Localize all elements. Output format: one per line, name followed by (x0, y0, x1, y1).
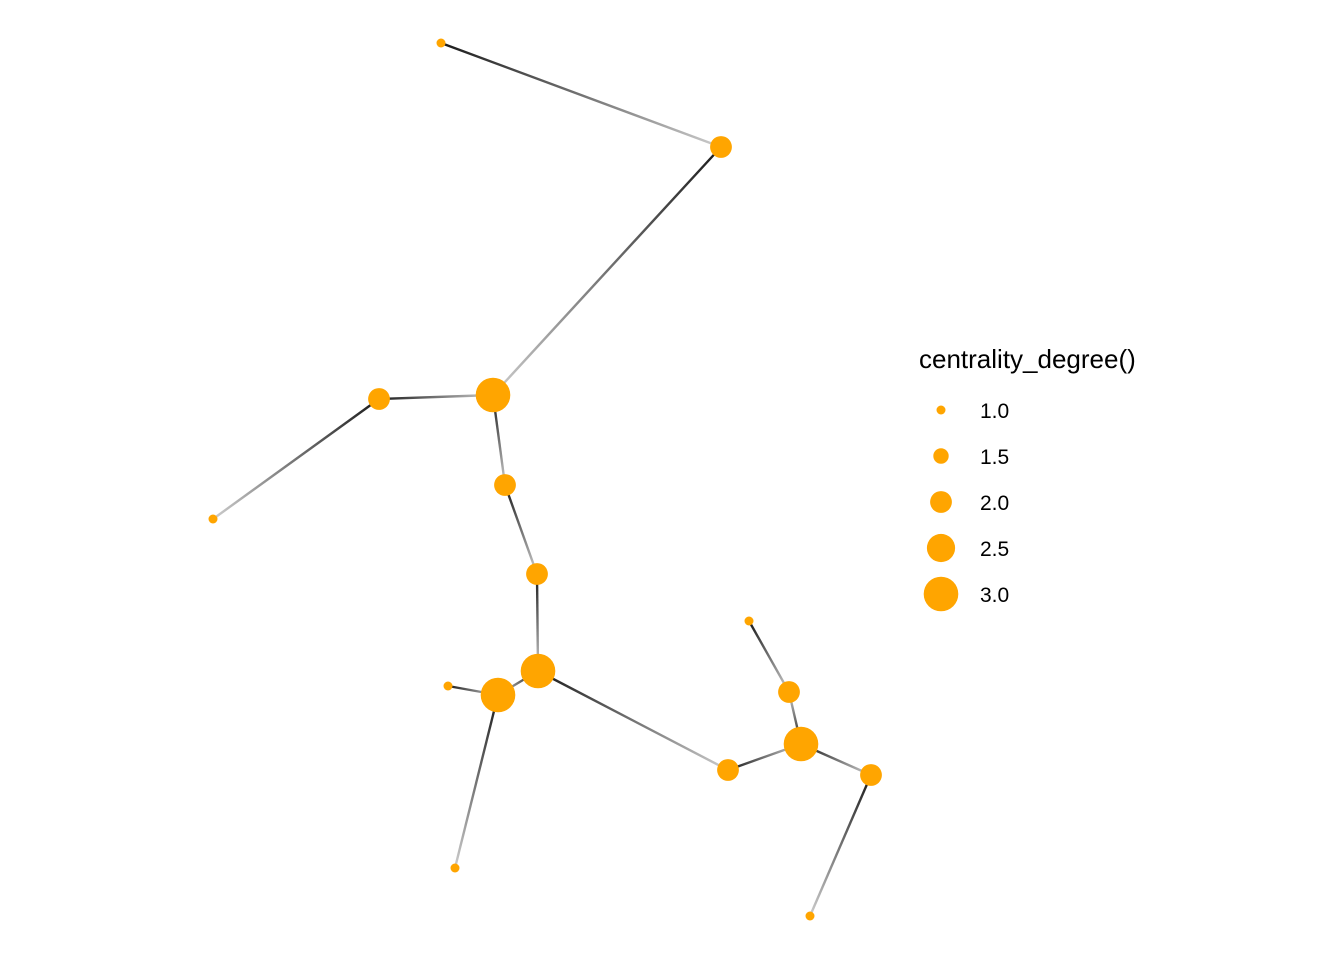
legend-key-4 (923, 576, 959, 612)
node-n6 (526, 563, 548, 585)
legend-key-3 (926, 533, 956, 563)
edge-n3-n2 (378, 393, 494, 401)
edge-n13-n14 (808, 774, 873, 917)
node-n14 (805, 911, 815, 921)
node-n5 (494, 474, 516, 496)
legend-label-3: 2.5 (980, 538, 1009, 561)
node-n10 (450, 863, 460, 873)
legend: centrality_degree() 1.0 1.5 2.0 2.5 3.0 (919, 344, 1136, 612)
edge-n16-n15 (747, 620, 791, 693)
legend-entries: 1.0 1.5 2.0 2.5 3.0 (923, 400, 1009, 612)
node-n8 (480, 677, 516, 713)
node-n12 (783, 726, 819, 762)
node-n1 (710, 136, 732, 158)
node-n0 (436, 38, 446, 48)
node-n16 (744, 616, 754, 626)
legend-key-2 (930, 491, 952, 513)
node-n7 (520, 653, 556, 689)
edge-n5-n6 (503, 484, 539, 575)
node-n2 (475, 377, 511, 413)
legend-label-4: 3.0 (980, 584, 1009, 607)
edges-layer (212, 41, 873, 917)
legend-label-2: 2.0 (980, 492, 1009, 515)
legend-key-1 (933, 448, 949, 464)
node-n4 (208, 514, 218, 524)
edge-n3-n4 (212, 398, 380, 520)
node-n11 (717, 759, 739, 781)
edge-n1-n2 (492, 146, 722, 396)
legend-title: centrality_degree() (919, 344, 1136, 374)
edge-n8-n10 (453, 694, 500, 869)
nodes-layer (208, 38, 882, 921)
node-n9 (443, 681, 453, 691)
legend-key-0 (936, 405, 946, 415)
edge-n7-n11 (537, 669, 729, 772)
legend-label-0: 1.0 (980, 400, 1009, 423)
node-n13 (860, 764, 882, 786)
edge-n0-n1 (440, 41, 722, 149)
node-n3 (368, 388, 390, 410)
legend-label-1: 1.5 (980, 446, 1009, 469)
node-n15 (778, 681, 800, 703)
